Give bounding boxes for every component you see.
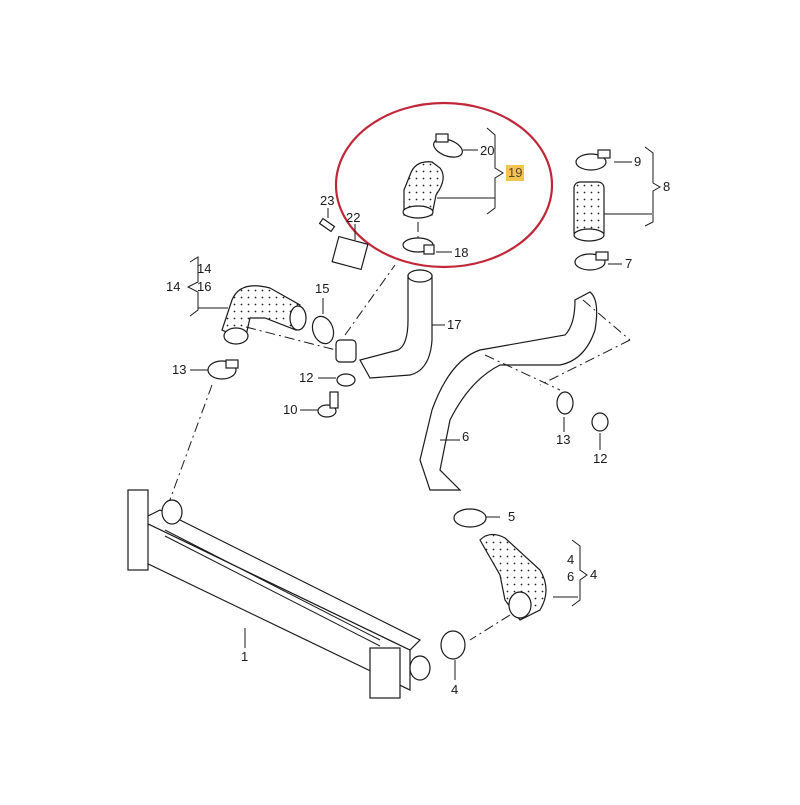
label-23: 23	[320, 193, 335, 208]
clamp-4-lower-shape	[440, 630, 466, 680]
highlight-circle	[334, 101, 554, 269]
label-15: 14	[166, 279, 181, 294]
hose-5-shape	[479, 533, 578, 621]
label-9: 8	[663, 179, 671, 194]
hose-19-shape	[402, 161, 495, 219]
label-16: 15	[315, 281, 330, 296]
label-1: 1	[241, 649, 249, 664]
intercooler-1-shape	[127, 489, 431, 699]
pipe-7-shape	[419, 291, 598, 491]
label-10: 9	[634, 154, 642, 169]
label-4-bracket: 4	[567, 552, 575, 567]
label-17: 17	[447, 317, 462, 332]
clamp-16-shape	[311, 298, 335, 345]
label-18: 18	[454, 245, 469, 260]
label-19-highlighted: 19	[506, 165, 525, 181]
label-22: 22	[346, 210, 361, 225]
label-6-bracket: 6	[567, 569, 575, 584]
bolt-12-left-shape	[300, 391, 339, 418]
hose-15-shape	[221, 285, 307, 345]
label-12-left: 10	[283, 402, 298, 417]
screw-23-shape	[318, 208, 336, 233]
clamp-18-shape	[402, 237, 452, 255]
label-13-left: 12	[299, 370, 314, 385]
label-4: 4	[451, 682, 459, 697]
pipe-17-shape	[359, 269, 445, 379]
label-7: 6	[462, 429, 470, 444]
label-8: 7	[625, 256, 633, 271]
grommet-13-left-shape	[318, 373, 356, 387]
clamp-14-shape	[190, 359, 239, 380]
grommet-13-right-shape	[556, 391, 574, 432]
clamp-20-shape	[433, 133, 478, 158]
clamp-6-upper-shape	[453, 508, 500, 528]
clamp-10-shape	[575, 149, 632, 171]
hose-9-shape	[573, 181, 652, 242]
label-13-right: 13	[556, 432, 571, 447]
sensor-22-shape	[331, 224, 369, 271]
bolt-12-right-shape	[591, 412, 609, 450]
label-6: 5	[508, 509, 516, 524]
clamp-8-shape	[574, 251, 622, 271]
label-5: 4	[590, 567, 598, 582]
label-16-bracket: 16	[197, 279, 212, 294]
label-12-right: 12	[593, 451, 608, 466]
label-14: 13	[172, 362, 187, 377]
label-20: 20	[480, 143, 495, 158]
label-14-bracket: 14	[197, 261, 212, 276]
connector-shape	[335, 339, 357, 363]
